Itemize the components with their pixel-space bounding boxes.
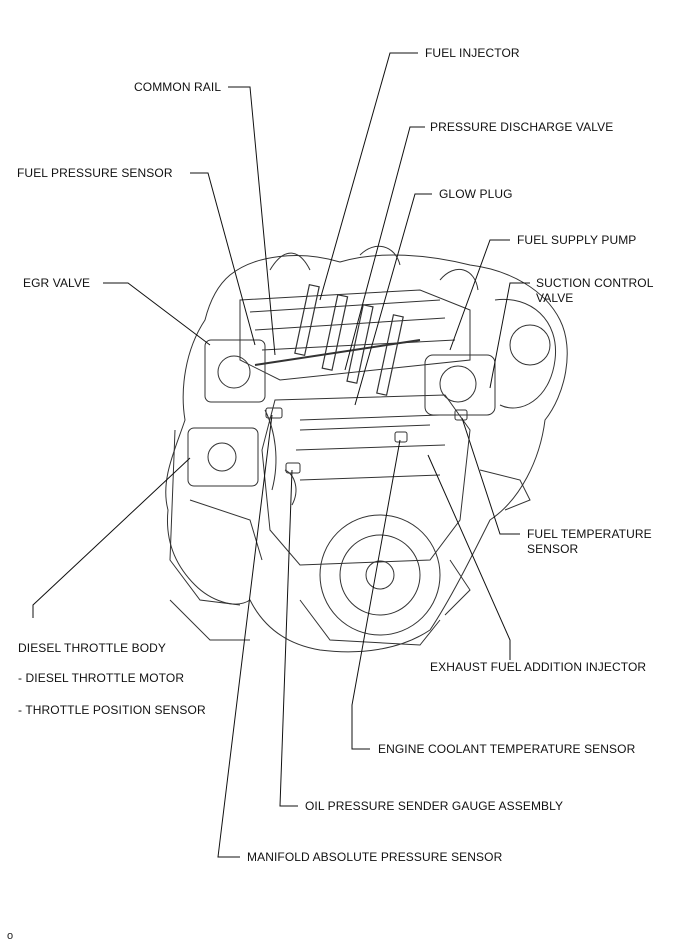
label-engine-coolant-temperature-sensor: ENGINE COOLANT TEMPERATURE SENSOR — [378, 742, 636, 756]
label-fuel-supply-pump: FUEL SUPPLY PUMP — [517, 233, 637, 247]
label-fuel-pressure-sensor: FUEL PRESSURE SENSOR — [17, 166, 173, 180]
label-glow-plug: GLOW PLUG — [439, 187, 513, 201]
label-pressure-discharge-valve: PRESSURE DISCHARGE VALVE — [430, 120, 614, 134]
label-oil-pressure-sender-gauge-assembly: OIL PRESSURE SENDER GAUGE ASSEMBLY — [305, 799, 564, 813]
label-fuel-injector: FUEL INJECTOR — [425, 46, 520, 60]
label-egr-valve: EGR VALVE — [23, 276, 91, 290]
label-fuel-temperature-sensor-line2: SENSOR — [527, 542, 579, 556]
label-common-rail: COMMON RAIL — [134, 80, 222, 94]
label-suction-control-valve-line2: VALVE — [536, 291, 574, 305]
label-exhaust-fuel-addition-injector: EXHAUST FUEL ADDITION INJECTOR — [430, 660, 647, 674]
label-fuel-temperature-sensor-line1: FUEL TEMPERATURE — [527, 527, 652, 541]
label-diesel-throttle-body: DIESEL THROTTLE BODY — [18, 641, 167, 655]
label-diesel-throttle-motor: - DIESEL THROTTLE MOTOR — [18, 671, 185, 685]
label-suction-control-valve-line1: SUCTION CONTROL — [536, 276, 654, 290]
leader-lines — [32, 52, 530, 858]
label-throttle-position-sensor: - THROTTLE POSITION SENSOR — [18, 703, 206, 717]
label-manifold-absolute-pressure-sensor: MANIFOLD ABSOLUTE PRESSURE SENSOR — [247, 850, 503, 864]
corner-mark: o — [7, 930, 14, 942]
engine-illustration — [165, 245, 568, 653]
